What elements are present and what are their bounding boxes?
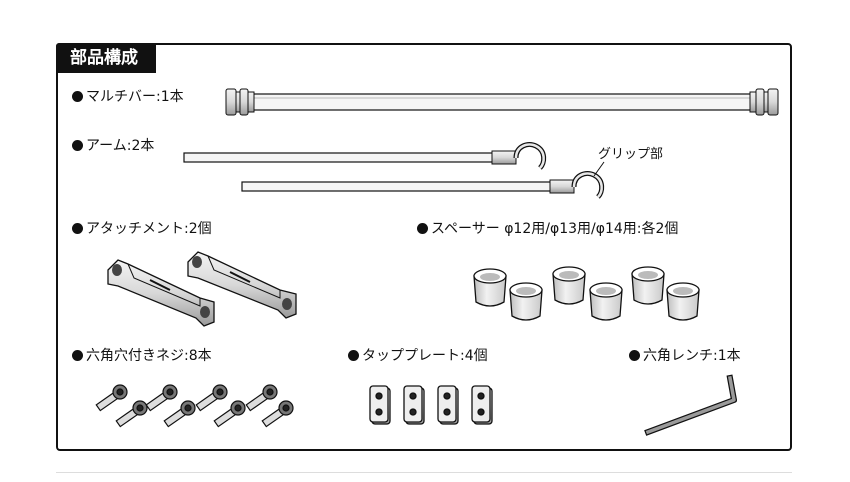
attachment-illustration-2 [187,251,297,319]
screw-4 [163,400,196,428]
bullet-icon [72,350,83,361]
spacer-6 [666,282,700,321]
tap-plate-3 [437,385,459,425]
label-multibar-text: マルチバー:1本 [86,89,184,105]
label-wrench-text: 六角レンチ:1本 [643,348,741,364]
hex-wrench-illustration [644,374,737,436]
label-spacer-text: スペーサー φ12用/φ13用/φ14用:各2個 [431,221,679,237]
bullet-icon [72,140,83,151]
label-arm-text: アーム:2本 [86,138,155,154]
screw-8 [261,400,294,428]
tap-plate-illustrations [369,385,493,425]
tap-plate-2 [403,385,425,425]
spacer-3 [552,266,586,305]
bullet-icon [417,223,428,234]
screw-illustrations [95,384,294,428]
label-tap-plate: タッププレート:4個 [348,347,488,365]
spacer-2 [509,282,543,321]
label-attachment: アタッチメント:2個 [72,220,212,238]
label-screw: 六角穴付きネジ:8本 [72,347,212,365]
label-wrench: 六角レンチ:1本 [629,347,741,365]
spacer-4 [589,282,623,321]
parts-panel [56,43,792,451]
screw-5 [195,384,228,412]
attachment-illustration-1 [107,259,215,327]
arm-illustration-2 [241,161,605,199]
bullet-icon [72,223,83,234]
tap-plate-1 [369,385,391,425]
tap-plate-4 [471,385,493,425]
footer-divider [56,472,792,473]
label-arm: アーム:2本 [72,137,154,155]
screw-1 [95,384,128,412]
spacer-1 [473,268,507,307]
arm-illustration-1 [183,142,547,170]
bullet-icon [72,91,83,102]
screw-6 [213,400,246,428]
spacer-illustrations [473,266,700,321]
grip-note: グリップ部 [598,147,664,162]
spacer-5 [631,266,665,305]
label-spacer: スペーサー φ12用/φ13用/φ14用:各2個 [417,220,678,238]
label-screw-text: 六角穴付きネジ:8本 [86,348,212,364]
screw-3 [145,384,178,412]
label-tap-plate-text: タッププレート:4個 [362,348,488,364]
label-attachment-text: アタッチメント:2個 [86,221,212,237]
bullet-icon [348,350,359,361]
label-multibar: マルチバー:1本 [72,88,184,106]
multibar-illustration [225,88,779,116]
section-title: 部品構成 [56,43,156,73]
screw-7 [245,384,278,412]
screw-2 [115,400,148,428]
bullet-icon [629,350,640,361]
